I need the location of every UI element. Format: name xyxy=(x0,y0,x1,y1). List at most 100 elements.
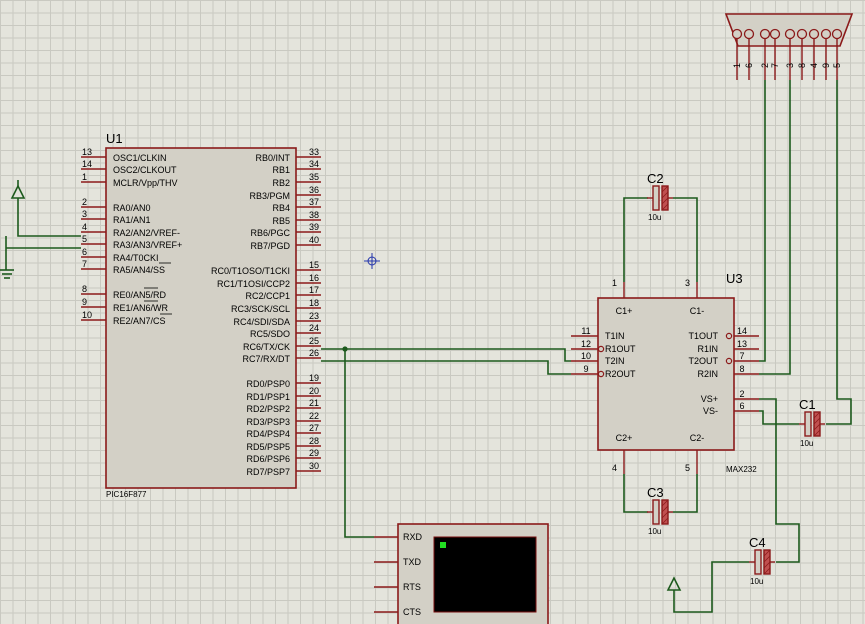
u3-pin-number: 5 xyxy=(685,463,690,473)
wire-ground-ra2 xyxy=(17,198,81,237)
inverter-bubble-icon xyxy=(597,370,605,378)
u1-pin-number: 30 xyxy=(309,461,319,471)
u1-pin-number: 34 xyxy=(309,159,319,169)
cap-ref-label: C4 xyxy=(749,535,766,550)
u1-pin-name: RB1 xyxy=(272,165,290,175)
cap-value-label: 10u xyxy=(750,577,763,586)
u3-pin-number: 14 xyxy=(737,326,747,336)
inverter-bubble-icon xyxy=(725,332,733,340)
u1-pin-number: 3 xyxy=(82,209,87,219)
wire-db9-3-r2in xyxy=(759,80,791,375)
u1-ref-label: U1 xyxy=(106,131,123,146)
cap-hatch xyxy=(661,505,669,513)
u1-pin-name: RB3/PGM xyxy=(249,191,290,201)
u1-pin-number: 8 xyxy=(82,284,87,294)
u1-pin-number: 33 xyxy=(309,147,319,157)
u1-pin-number: 27 xyxy=(309,423,319,433)
cap-hatch xyxy=(763,549,771,557)
db9-pin-socket xyxy=(820,28,832,40)
cap-hatch xyxy=(813,423,821,431)
u1-pin-number: 26 xyxy=(309,348,319,358)
u1-pin-name: RD1/PSP1 xyxy=(246,392,290,402)
wire-vsminus-c1 xyxy=(759,410,799,425)
u1-pin-number: 23 xyxy=(309,311,319,321)
u1-pin-number: 5 xyxy=(82,234,87,244)
u3-pin-number: 8 xyxy=(739,364,744,374)
u1-pin-number: 17 xyxy=(309,285,319,295)
inverter-bubble-icon xyxy=(597,345,605,353)
u1-pin-name: RB4 xyxy=(272,203,290,213)
u1-pin-name: RD5/PSP5 xyxy=(246,442,290,452)
ground-symbol-left xyxy=(10,180,26,199)
u1-pic16f877[interactable]: U1 13OSC1/CLKIN14OSC2/CLKOUT1MCLR/Vpp/TH… xyxy=(81,131,321,499)
u1-pin-name: MCLR/Vpp/THV xyxy=(113,178,178,188)
u1-pin-name: RC3/SCK/SCL xyxy=(231,304,290,314)
u1-pin-number: 36 xyxy=(309,185,319,195)
db9-pin-number: 6 xyxy=(744,63,754,68)
cap-hatch xyxy=(661,499,669,507)
u3-pin-number: 6 xyxy=(739,401,744,411)
db9-pin-number: 8 xyxy=(797,63,807,68)
u1-pin-number: 10 xyxy=(82,310,92,320)
u1-pin-number: 16 xyxy=(309,273,319,283)
u3-pin-name: VS- xyxy=(703,406,718,416)
u1-pin-number: 2 xyxy=(82,197,87,207)
db9-pin-number: 1 xyxy=(732,63,742,68)
u1-pin-name: RD0/PSP0 xyxy=(246,379,290,389)
u1-pin-number: 7 xyxy=(82,259,87,269)
u1-pin-name: RB2 xyxy=(272,178,290,188)
u1-pin-name: RA0/AN0 xyxy=(113,203,151,213)
cap-plate xyxy=(804,411,812,437)
u1-pin-name: RC2/CCP1 xyxy=(245,291,290,301)
db9-pin-number: 2 xyxy=(760,63,770,68)
wire-terminal-rxd xyxy=(344,349,374,538)
terminal-screen[interactable] xyxy=(433,536,537,613)
u3-pin-number: 11 xyxy=(581,326,590,336)
db9-pin-socket xyxy=(784,28,796,40)
cap-plate xyxy=(652,499,660,525)
cap-hatch xyxy=(661,197,669,205)
u1-pin-name: RC4/SDI/SDA xyxy=(233,317,290,327)
cap-hatch xyxy=(763,555,771,563)
cap-hatch xyxy=(813,417,821,425)
u3-pin-number: 12 xyxy=(581,339,591,349)
u1-pin-number: 22 xyxy=(309,411,319,421)
u1-pin-name: RD3/PSP3 xyxy=(246,417,290,427)
wire-rx-r2out xyxy=(321,360,571,375)
u1-pin-number: 28 xyxy=(309,436,319,446)
u3-ref-label: U3 xyxy=(726,271,743,286)
terminal-pin-label: TXD xyxy=(403,557,422,567)
u3-pin-number: 13 xyxy=(737,339,747,349)
u1-pin-name: RE1/AN6/WR xyxy=(113,303,169,313)
u1-right-pins: 33RB0/INT34RB135RB236RB3/PGM37RB438RB539… xyxy=(211,147,321,477)
capacitor-c4[interactable]: C4 10u xyxy=(749,535,775,586)
db9-pin-socket xyxy=(731,28,743,40)
u1-pin-name: OSC2/CLKOUT xyxy=(113,165,177,175)
cap-plate-polar xyxy=(813,411,821,437)
u3-pin-number: 4 xyxy=(612,463,617,473)
u3-part-label: MAX232 xyxy=(726,465,757,474)
u3-pin-name: T1OUT xyxy=(688,331,718,341)
u3-pin-name: C2+ xyxy=(616,433,633,443)
db9-pin-number: 3 xyxy=(785,63,795,68)
u1-pin-name: RD6/PSP6 xyxy=(246,454,290,464)
u3-pin-name: R2OUT xyxy=(605,369,636,379)
cap-hatch xyxy=(661,517,669,525)
u1-pin-number: 35 xyxy=(309,172,319,182)
u1-pin-name: RC5/SDO xyxy=(250,329,290,339)
cap-plate-polar xyxy=(763,549,771,575)
cap-hatch xyxy=(813,429,821,437)
u1-pin-number: 25 xyxy=(309,336,319,346)
u3-pin-number: 7 xyxy=(739,351,744,361)
cap-ref-label: C3 xyxy=(647,485,664,500)
db9-pin-number: 5 xyxy=(832,63,842,68)
u3-pin-name: C1+ xyxy=(616,306,633,316)
